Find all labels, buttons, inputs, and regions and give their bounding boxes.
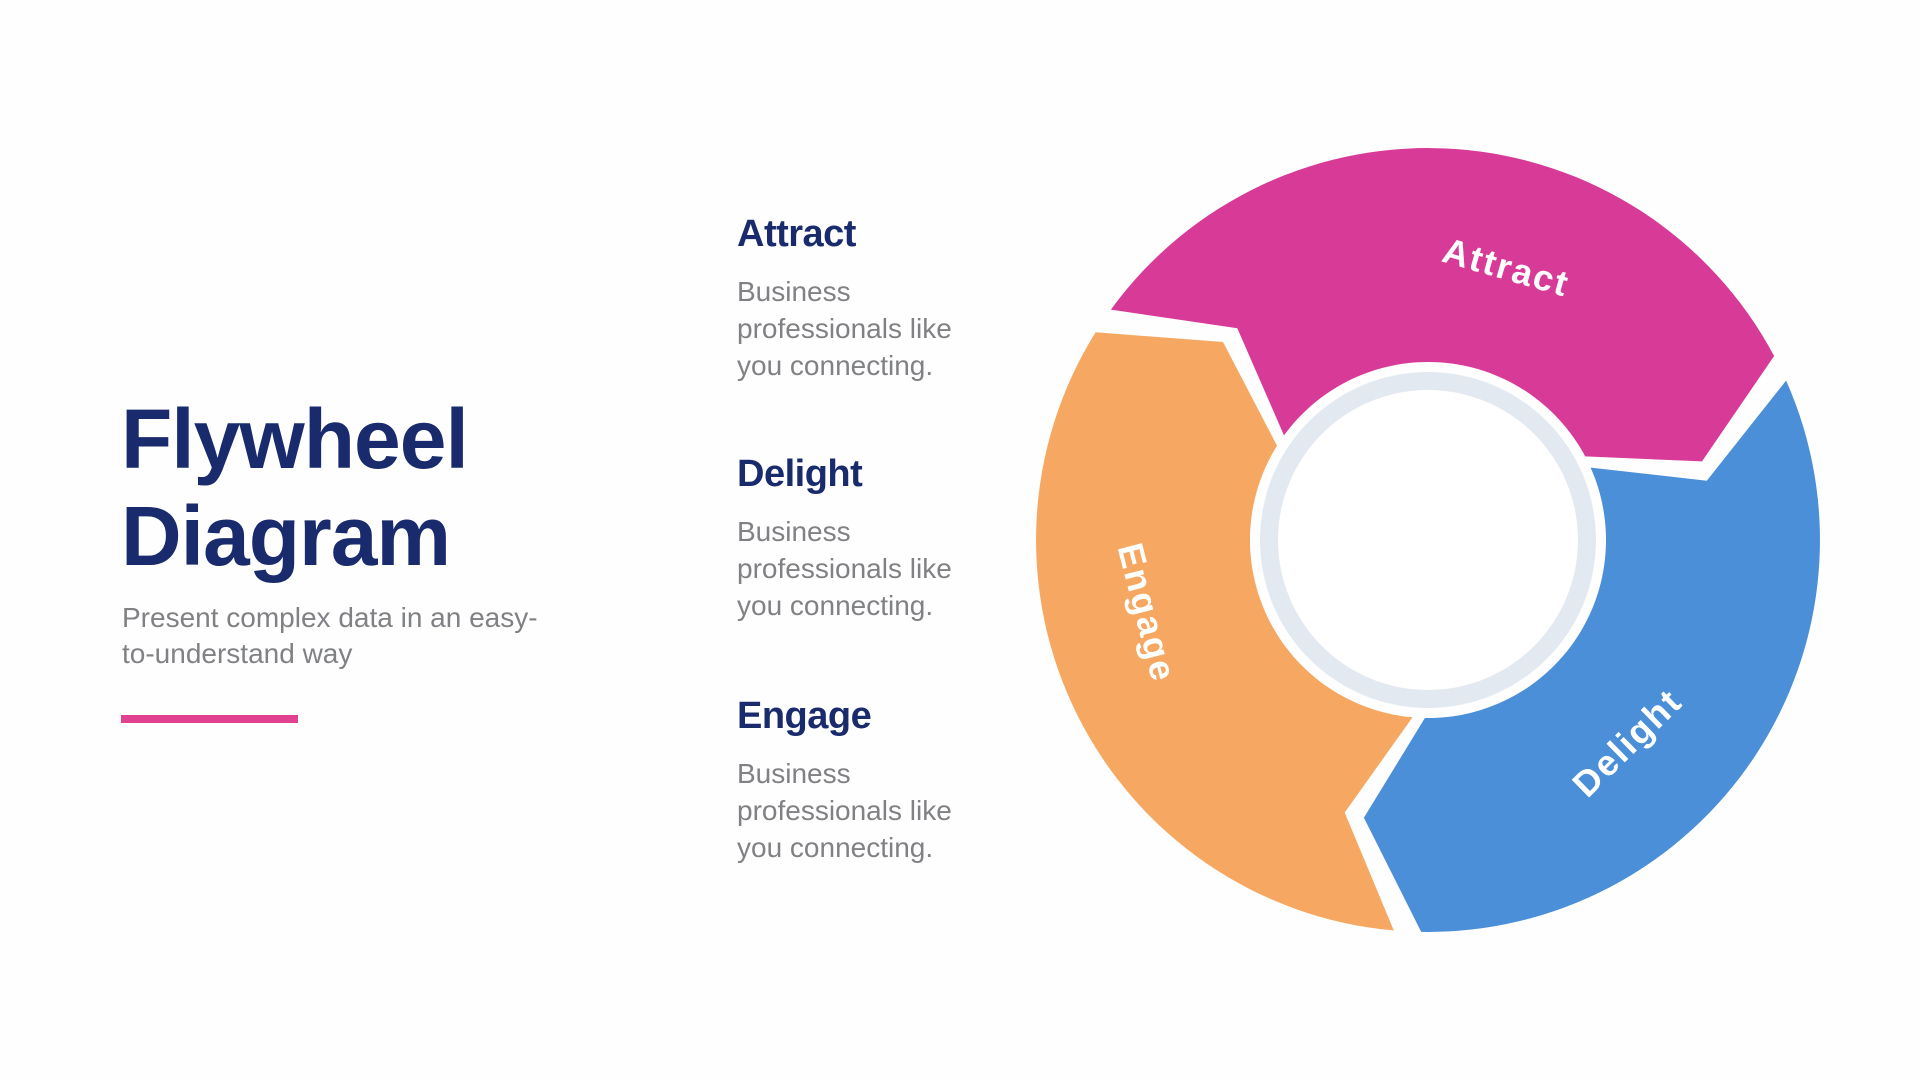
section-engage-body: Business professionals like you connecti… — [737, 758, 952, 863]
flywheel-segment-attract — [1110, 148, 1775, 462]
section-delight-heading: Delight — [737, 453, 863, 495]
section-attract: Attract Business professionals like you … — [737, 212, 997, 384]
flywheel-hub-center — [1278, 390, 1578, 690]
section-attract-heading: Attract — [737, 213, 856, 255]
page-title: Flywheel Diagram — [121, 392, 469, 584]
page-subtitle: Present complex data in an easy- to-unde… — [122, 602, 538, 669]
section-engage-heading: Engage — [737, 695, 872, 737]
flywheel-segment-engage — [1036, 332, 1413, 931]
section-engage: Engage Business professionals like you c… — [737, 694, 997, 866]
title-divider — [121, 715, 298, 723]
flywheel-hub — [1260, 372, 1596, 708]
flywheel-segment-delight — [1363, 380, 1820, 932]
section-delight-body: Business professionals like you connecti… — [737, 516, 952, 621]
section-attract-body: Business professionals like you connecti… — [737, 276, 952, 381]
section-delight: Delight Business professionals like you … — [737, 452, 997, 624]
flywheel-segments — [1036, 148, 1820, 932]
